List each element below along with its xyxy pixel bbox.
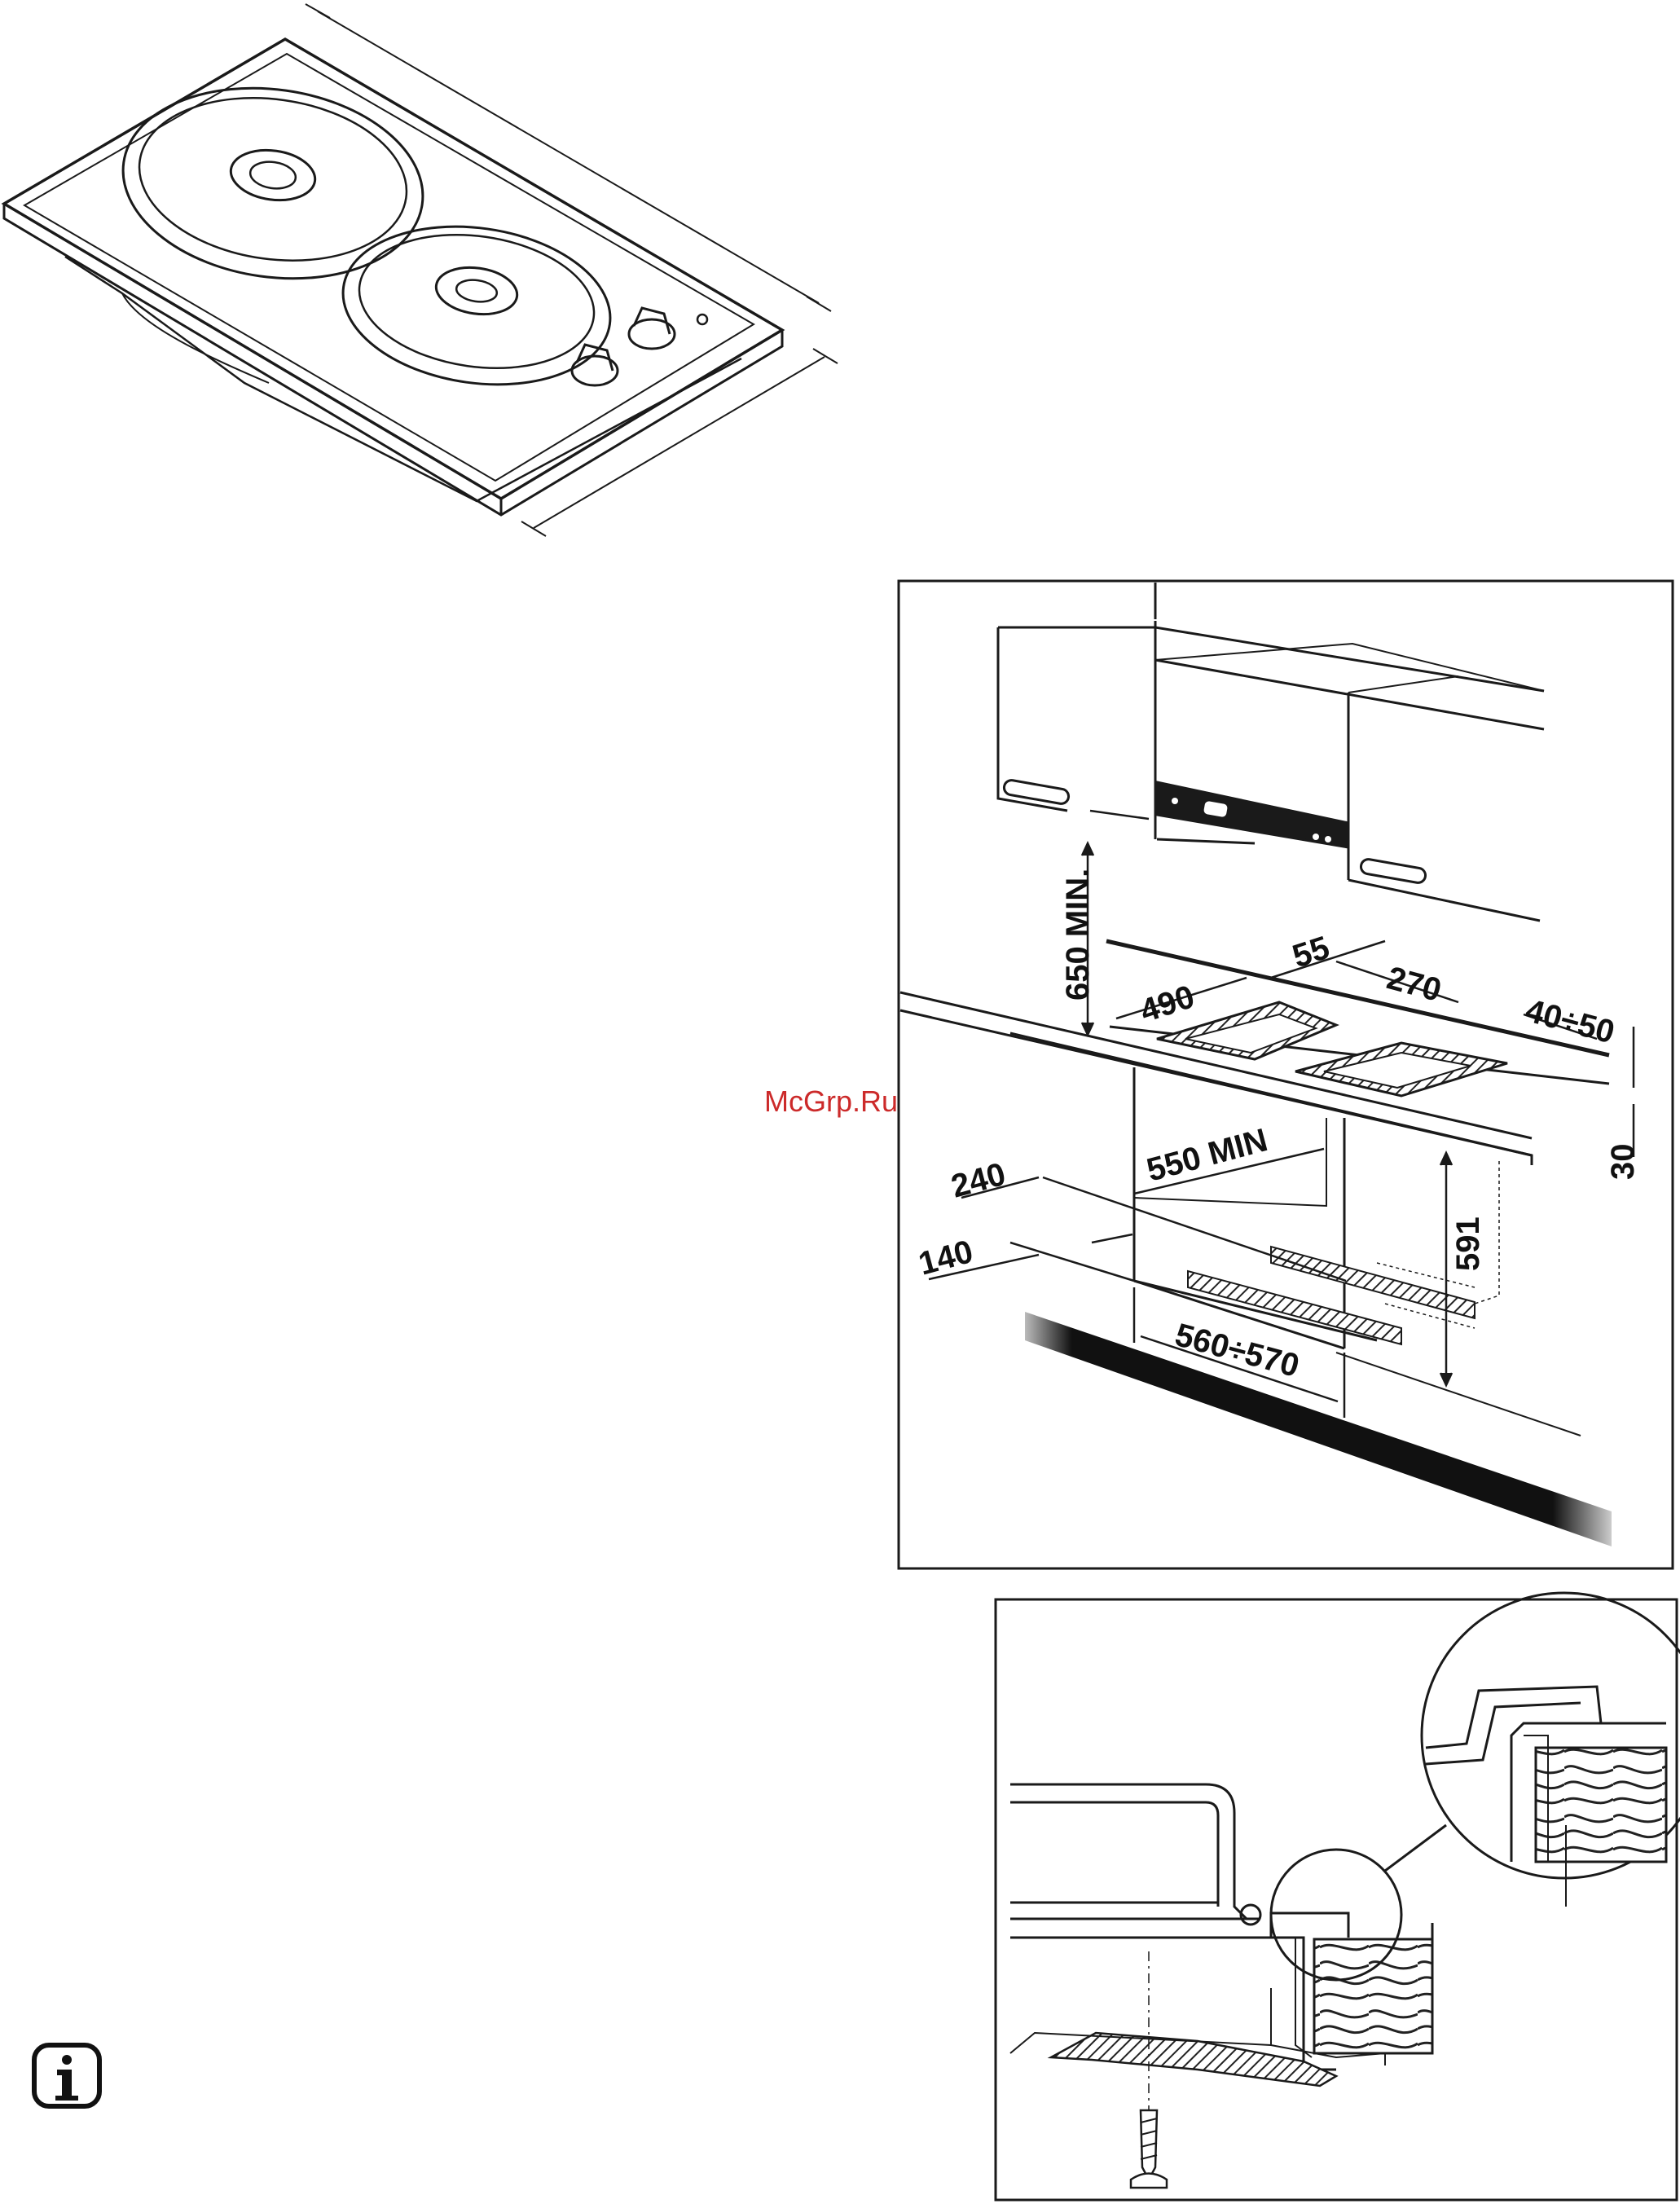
worktop-wood [1314,1939,1432,2053]
label-worktop-thickness: 30 [1605,1144,1641,1181]
label-cabinet-height: 591 [1450,1216,1486,1271]
wall-cabinet-right [1348,880,1540,921]
label-oven-offset: 140 [915,1234,977,1282]
fixing-detail-diagram [996,1593,1680,2200]
fixing-frame [996,1599,1677,2200]
label-cutout-width: 270 [1383,960,1445,1009]
hob-illustration [4,4,838,536]
info-icon [34,2045,99,2106]
label-rear-gap: 55 [1288,930,1334,975]
detail-zoom-content [1426,1687,1666,1907]
label-side-gap: 40÷50 [1522,992,1619,1050]
label-cabinet-width-min: 550 MIN [1143,1122,1271,1189]
label-hood-clearance: 650 MIN. [1060,869,1096,1001]
watermark: McGrp.Ru [764,1084,898,1118]
hood-panel [1157,782,1348,847]
label-oven-depth: 240 [948,1156,1009,1205]
floor-band [1025,1312,1612,1546]
cabinet-handle-right [1360,858,1427,884]
hob-top-plate [4,39,782,499]
label-cutout-depth: 490 [1136,979,1198,1029]
hob-edge-profile [1010,1784,1259,1919]
installation-diagram: 650 MIN. 490 55 270 40÷50 30 550 MIN 240… [899,581,1673,1568]
